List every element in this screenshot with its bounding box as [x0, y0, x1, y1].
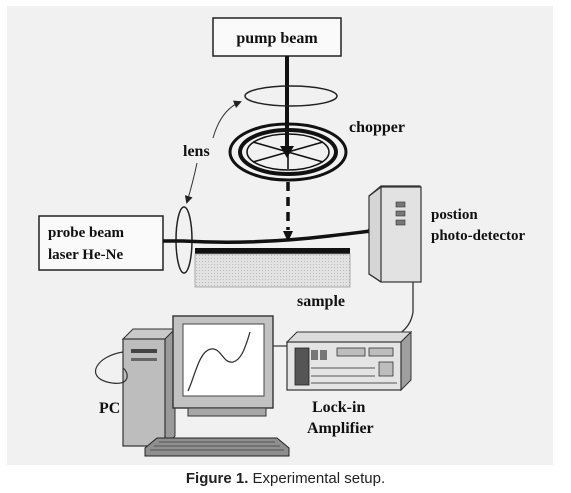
- probe-laser-box: probe beam laser He-Ne: [38, 215, 164, 271]
- pc-cable: [94, 351, 128, 384]
- lockin-amplifier: [285, 330, 413, 392]
- pc-tower: [121, 327, 177, 448]
- experimental-setup-diagram: pump beam chopper lens probe beam laser …: [38, 17, 525, 457]
- caption-text: Experimental setup.: [252, 470, 386, 487]
- figure-caption: Figure 1. Experimental setup.: [0, 470, 571, 487]
- photo-detector: [368, 185, 422, 283]
- detector-label-line1: postion: [431, 207, 478, 223]
- detector-label-line2: photo-detector: [431, 228, 525, 244]
- probe-beam-ray: [163, 229, 372, 244]
- sample-label: sample: [297, 293, 345, 310]
- lens-pointer-top: [212, 100, 242, 139]
- pump-beam-box: pump beam: [212, 17, 342, 57]
- chopper-wheel: [228, 122, 348, 182]
- figure-panel: pump beam chopper lens probe beam laser …: [7, 6, 553, 465]
- sample: [194, 248, 351, 288]
- probe-label-line1: probe beam: [48, 225, 124, 241]
- chopper-label: chopper: [349, 119, 405, 136]
- chopped-beam-arrowhead: [283, 231, 293, 242]
- lockin-label-line2: Amplifier: [307, 420, 374, 437]
- lens-pointer-side: [184, 162, 198, 204]
- monitor-signal-curve: [187, 331, 251, 392]
- pump-beam-label: pump beam: [236, 30, 318, 47]
- lockin-label-line1: Lock-in: [312, 399, 365, 416]
- keyboard: [144, 437, 290, 457]
- pump-lens: [244, 85, 338, 107]
- caption-label: Figure 1.: [185, 470, 249, 487]
- detector-cable: [398, 282, 414, 335]
- lens-label: lens: [183, 143, 210, 160]
- monitor: [172, 315, 274, 417]
- probe-label-line2: laser He-Ne: [48, 247, 123, 263]
- pc-label: PC: [99, 400, 120, 417]
